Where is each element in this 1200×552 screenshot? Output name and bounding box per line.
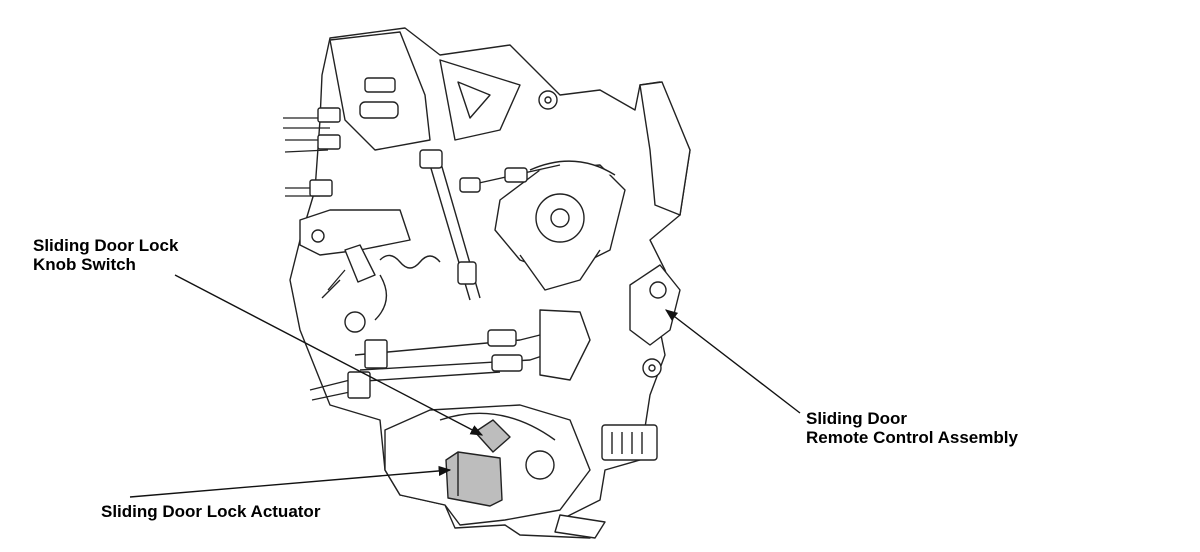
remote-control-leader: [665, 309, 801, 414]
leader-lines: [129, 274, 801, 498]
knob-switch-label: Sliding Door Lock Knob Switch: [33, 236, 178, 274]
knob-switch-label-line2: Knob Switch: [33, 255, 136, 274]
remote-control-label-line2: Remote Control Assembly: [806, 428, 1018, 447]
knob-switch-leader: [174, 274, 484, 436]
actuator-label: Sliding Door Lock Actuator: [101, 502, 320, 521]
knob-switch-part: [474, 419, 511, 453]
cam-wheel: [494, 160, 626, 291]
knob-switch-label-line1: Sliding Door Lock: [33, 236, 179, 255]
actuator-motor-part: [445, 451, 503, 507]
connector-housing: [601, 424, 658, 461]
left-bracket: [299, 209, 411, 256]
remote-control-label-line1: Sliding Door: [806, 409, 908, 428]
right-lever: [639, 81, 691, 216]
actuator-label-text: Sliding Door Lock Actuator: [101, 502, 321, 521]
pivot-plate: [629, 264, 681, 346]
lock-assembly-drawing: [283, 27, 691, 539]
actuator-leader: [129, 465, 452, 498]
remote-control-label: Sliding Door Remote Control Assembly: [806, 409, 1018, 447]
housing-outline: [289, 27, 691, 539]
